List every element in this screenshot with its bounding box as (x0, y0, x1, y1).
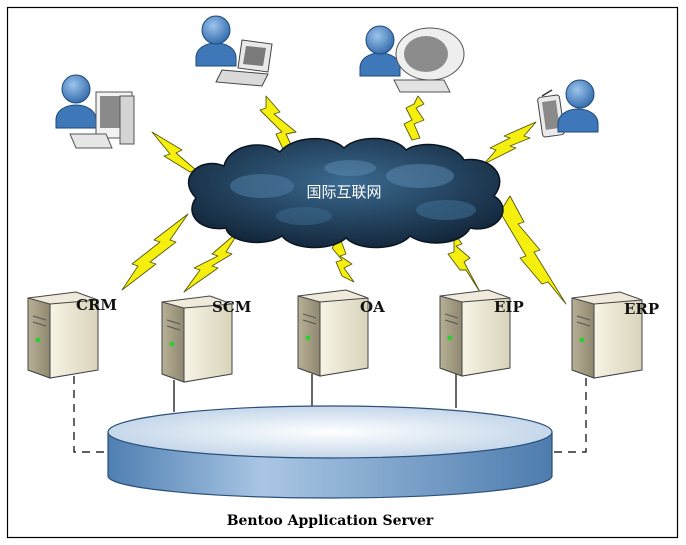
link-bolt (121, 213, 189, 291)
link-bolt (499, 195, 567, 305)
server-eip: EIP (439, 289, 524, 377)
link-bolt (403, 95, 425, 141)
database-disk (107, 405, 553, 499)
desktop-computer-icon (69, 91, 135, 149)
client-imac (359, 25, 465, 93)
server-scm: SCM (161, 295, 251, 383)
internet-cloud: 国际互联网 (187, 137, 504, 249)
server-crm: CRM (27, 291, 117, 379)
client-desktop (55, 74, 135, 149)
client-laptop (195, 15, 273, 87)
user-desktop-icon (55, 74, 97, 129)
server-links (121, 195, 567, 305)
link-bolt (183, 229, 241, 293)
user-tablet-icon (557, 79, 599, 133)
server-label: OA (360, 298, 385, 316)
link-bolt (151, 131, 197, 173)
server-erp: ERP (571, 291, 659, 379)
cloud-label: 国际互联网 (306, 183, 381, 201)
server-label: SCM (212, 298, 251, 316)
user-imac-icon (359, 25, 401, 77)
database-caption: Bentoo Application Server (227, 513, 434, 529)
link-bolt (331, 237, 355, 283)
server-oa: OA (297, 289, 385, 377)
frame (6, 6, 679, 539)
database-connectors (73, 374, 587, 453)
link-bolt (483, 121, 537, 165)
imac-icon (393, 27, 465, 93)
server-label: EIP (494, 298, 524, 316)
laptop-icon (215, 39, 273, 87)
user-laptop-icon (195, 15, 237, 67)
client-tablet (537, 79, 599, 138)
server-label: CRM (76, 296, 117, 314)
server-label: ERP (624, 300, 659, 318)
